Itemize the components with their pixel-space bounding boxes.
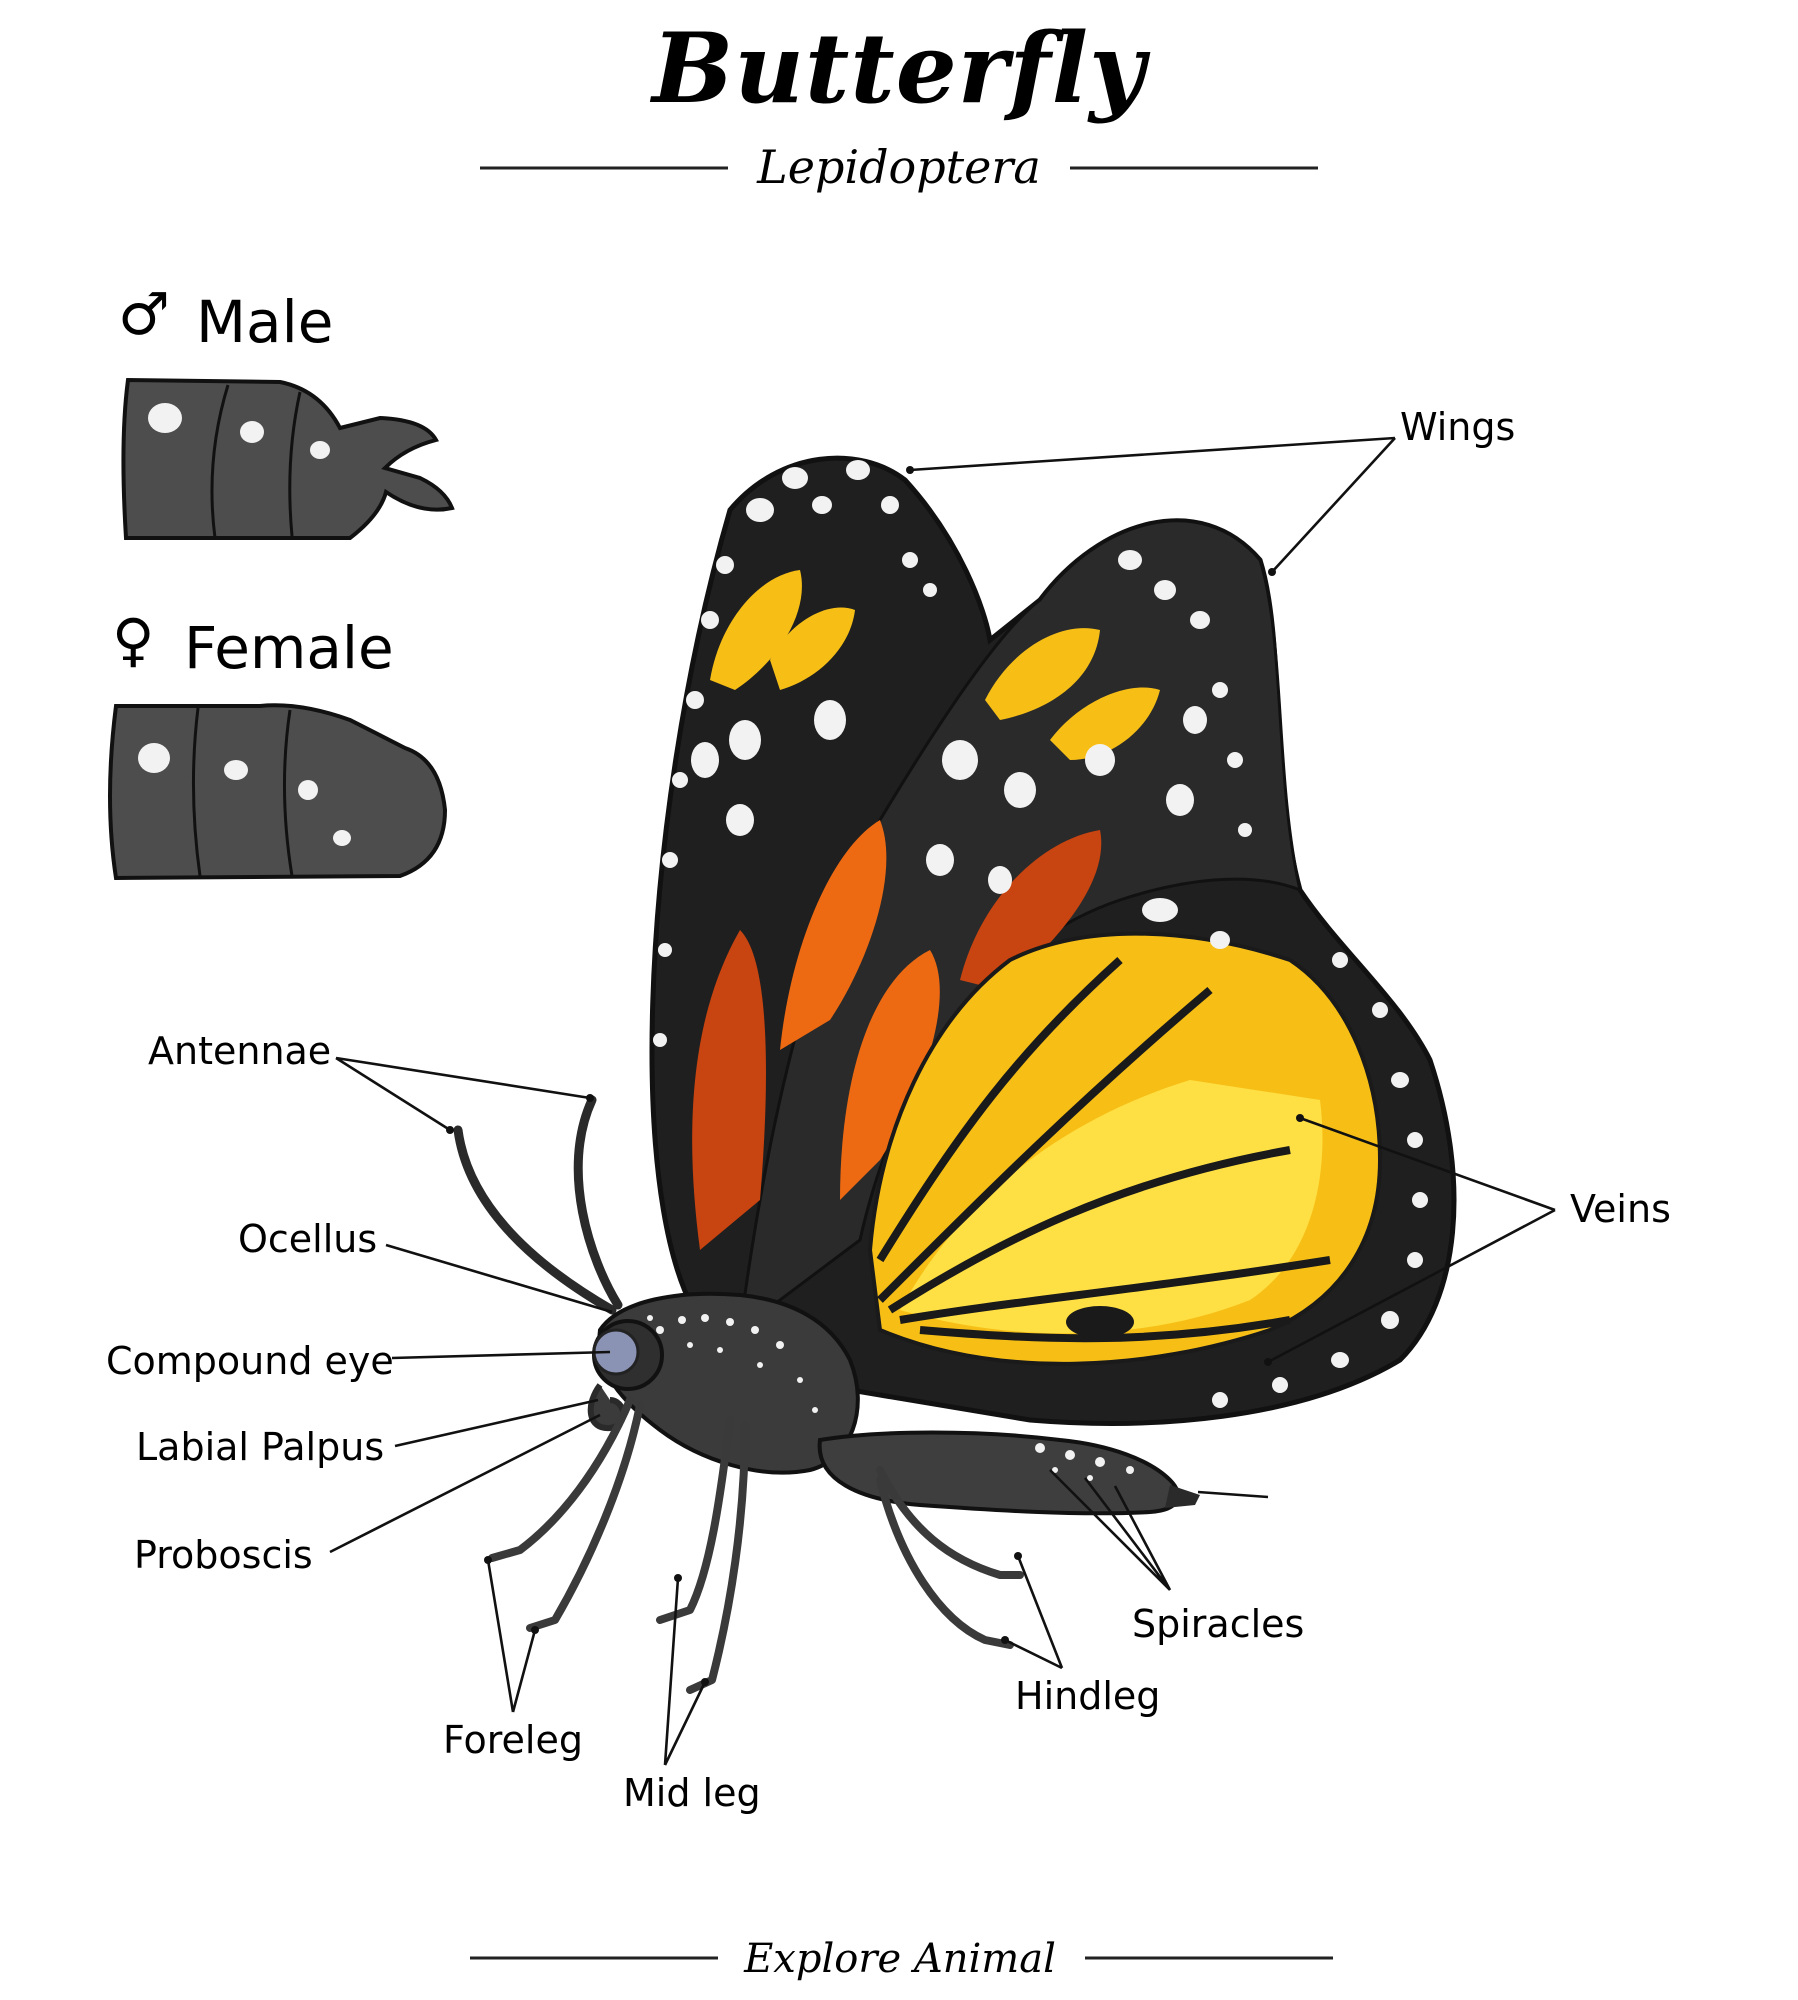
page-subtitle: Lepidoptera <box>756 140 1041 194</box>
female-symbol-icon: ♀ <box>112 606 154 674</box>
male-abdomen <box>121 377 455 540</box>
label-ocellus: Ocellus <box>238 1217 377 1261</box>
butterfly-illustration <box>453 455 1457 1694</box>
page-title: Butterfly <box>649 12 1151 125</box>
label-labial-palpus: Labial Palpus <box>136 1425 384 1469</box>
label-wings: Wings <box>1400 405 1515 449</box>
thorax <box>597 1291 860 1475</box>
label-antennae: Antennae <box>148 1029 331 1073</box>
male-symbol-icon: ♂ <box>118 280 170 348</box>
male-label: Male <box>196 288 333 356</box>
label-veins: Veins <box>1570 1187 1671 1231</box>
label-proboscis: Proboscis <box>134 1533 313 1577</box>
label-mid-leg: Mid leg <box>623 1771 761 1815</box>
label-compound-eye: Compound eye <box>106 1339 394 1383</box>
label-hindleg: Hindleg <box>1015 1674 1160 1718</box>
female-abdomen <box>108 703 448 881</box>
footer-text: Explore Animal <box>743 1936 1056 1982</box>
label-foreleg: Foreleg <box>443 1718 583 1762</box>
label-spiracles: Spiracles <box>1132 1602 1304 1646</box>
female-label: Female <box>184 614 394 682</box>
antennae-drawing <box>453 1095 623 1315</box>
leader-lines <box>329 436 1556 1766</box>
